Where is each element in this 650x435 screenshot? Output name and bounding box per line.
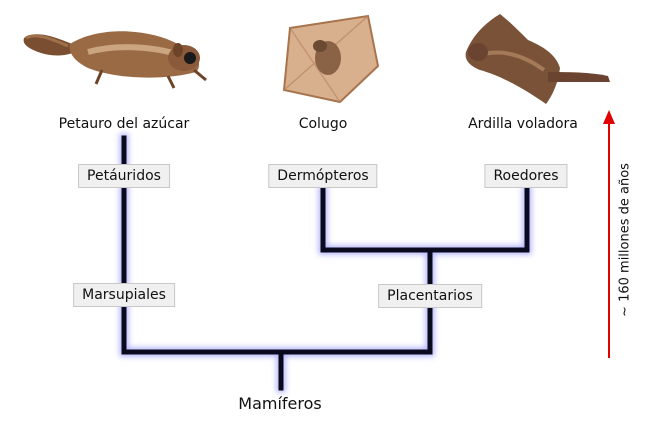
clade-label-marsupials: Marsupiales [73, 283, 175, 307]
group-label-dermoptera: Dermópteros [268, 164, 378, 188]
leaf-label-sugar-glider: Petauro del azúcar [58, 116, 190, 132]
time-axis-label: ~ 160 millones de años [617, 163, 633, 317]
leaf-label-colugo: Colugo [298, 116, 348, 132]
root-label-mammals: Mamíferos [238, 394, 322, 413]
colugo-icon [282, 14, 380, 104]
flying-squirrel-icon [465, 14, 610, 104]
leaf-label-flying-squirrel: Ardilla voladora [468, 116, 578, 132]
group-label-petaurids: Petáuridos [78, 164, 170, 188]
sugar-glider-icon [23, 31, 207, 89]
clade-label-placentals: Placentarios [378, 284, 482, 308]
time-arrow [603, 110, 615, 358]
branch-layer [121, 135, 530, 391]
group-label-rodents: Roedores [484, 164, 568, 188]
